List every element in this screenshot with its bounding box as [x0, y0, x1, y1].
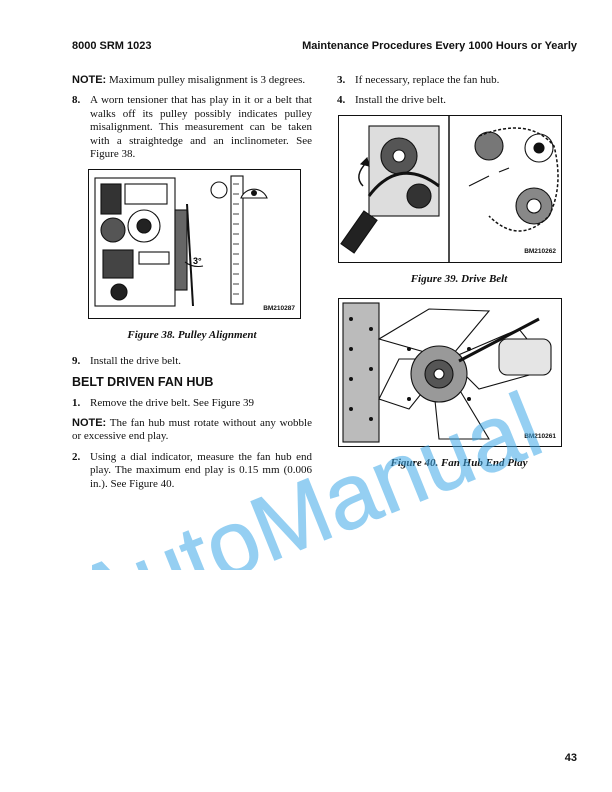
fan-hub-illustration [342, 302, 552, 443]
figure-40-fan-hub-end-play: BM210261 [338, 298, 562, 448]
step-number: 9. [72, 354, 81, 367]
figure-40-caption: Figure 40. Fan Hub End Play [390, 457, 528, 470]
header-right: Maintenance Procedures Every 1000 Hours … [302, 40, 577, 52]
step-number: 1. [72, 396, 81, 409]
step-4: 4. Install the drive belt. [337, 94, 581, 107]
step-text: If necessary, replace the fan hub. [355, 74, 500, 86]
step-number: 3. [337, 74, 346, 86]
step-9: 9. Install the drive belt. [72, 355, 312, 368]
figure-code: BM210261 [524, 432, 556, 440]
figure-38-pulley-alignment: 3° BM210287 [88, 169, 301, 320]
step-text: Install the drive belt. [90, 354, 182, 367]
step-number: 8. [72, 94, 81, 107]
page-number: 43 [564, 752, 577, 764]
section-title: BELT DRIVEN FAN HUB [72, 375, 214, 390]
angle-label: 3° [193, 256, 202, 266]
figure-39-drive-belt: BM210262 [338, 114, 562, 263]
note-fan-hub: NOTE: The fan hub must rotate without an… [72, 417, 312, 443]
engine-pulley-illustration: 3° [94, 175, 268, 307]
figure-39-caption: Figure 39. Drive Belt [410, 272, 508, 285]
step-1: 1. Remove the drive belt. See Figure 39 [72, 397, 312, 410]
step-2: 2. Using a dial indicator, measure the f… [72, 451, 312, 491]
step-3: 3. If necessary, replace the fan hub. [337, 74, 581, 87]
left-column: NOTE: Maximum pulley misalignment is 3 d… [72, 74, 312, 498]
step-number: 2. [72, 450, 81, 463]
step-text: A worn tensioner that has play in it or … [90, 94, 312, 161]
figure-code: BM210287 [263, 305, 295, 313]
figure-38-caption: Figure 38. Pulley Alignment [127, 329, 257, 342]
header-left: 8000 SRM 1023 [72, 40, 152, 52]
step-text: Remove the drive belt. See Figure 39 [90, 396, 255, 409]
step-text: Using a dial indicator, measure the fan … [90, 450, 312, 490]
step-number: 4. [337, 94, 346, 107]
note-misalignment: NOTE: Maximum pulley misalignment is 3 d… [72, 74, 306, 86]
figure-code: BM210262 [524, 248, 556, 256]
right-column: 3. If necessary, replace the fan hub. 4.… [337, 74, 581, 483]
step-text: Install the drive belt. [355, 94, 447, 107]
step-8: 8. A worn tensioner that has play in it … [72, 94, 312, 161]
drive-belt-illustration [340, 115, 559, 262]
